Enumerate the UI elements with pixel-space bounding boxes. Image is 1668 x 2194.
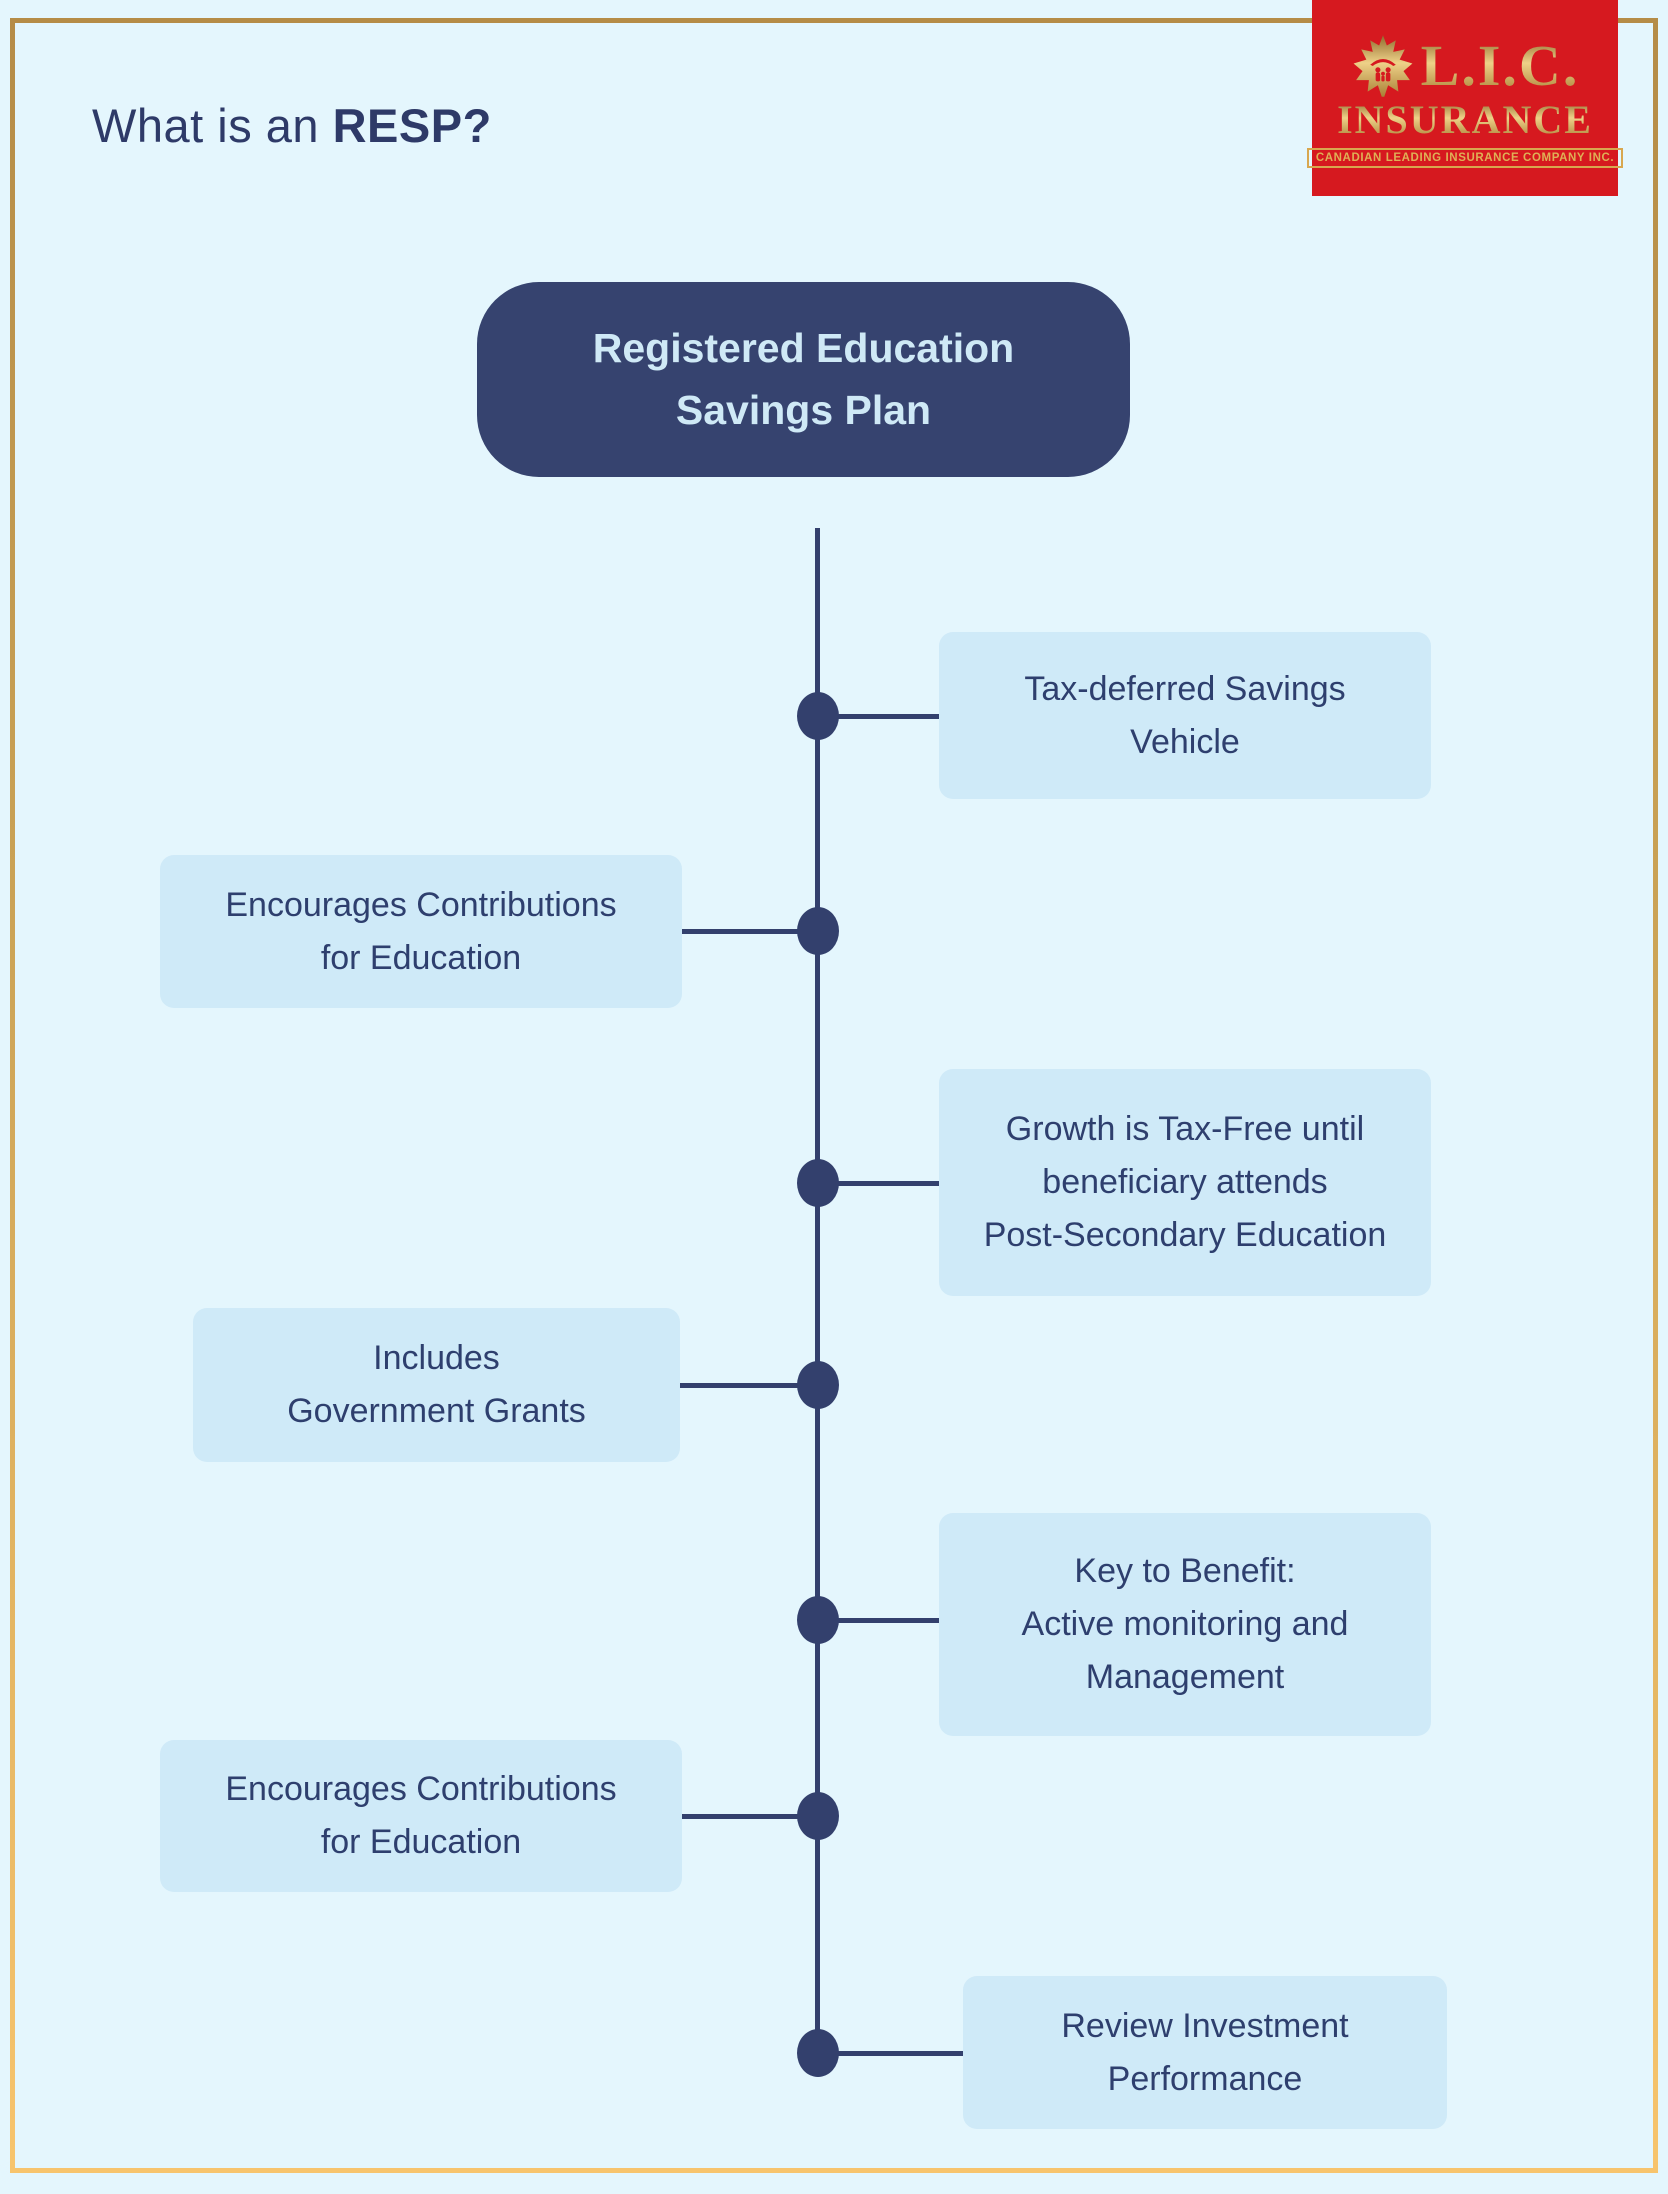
logo-acronym: L.I.C.: [1420, 33, 1580, 98]
node-government-grants: Includes Government Grants: [193, 1308, 680, 1462]
connector-line: [817, 714, 939, 719]
timeline-dot: [797, 2029, 839, 2077]
timeline-dot: [797, 907, 839, 955]
root-node-resp: Registered Education Savings Plan: [477, 282, 1130, 477]
root-node-line2: Savings Plan: [675, 386, 932, 433]
maple-leaf-icon: [1353, 35, 1413, 97]
node-encourages-contrib-2: Encourages Contributions for Education: [160, 1740, 682, 1892]
timeline-dot: [797, 692, 839, 740]
logo-company-name: INSURANCE: [1337, 97, 1593, 142]
connector-line: [680, 1383, 817, 1388]
connector-line: [682, 929, 817, 934]
node-review-performance: Review Investment Performance: [963, 1976, 1447, 2129]
connector-line: [817, 1181, 939, 1186]
node-tax-deferred: Tax-deferred Savings Vehicle: [939, 632, 1431, 799]
timeline-dot: [797, 1596, 839, 1644]
root-node-line1: Registered Education: [592, 325, 1015, 371]
logo-tagline: CANADIAN LEADING INSURANCE COMPANY INC.: [1306, 148, 1624, 168]
page-title: What is an RESP?: [92, 98, 492, 153]
logo-top-row: L.I.C.: [1351, 34, 1580, 98]
connector-line: [817, 1618, 939, 1623]
lic-insurance-logo: L.I.C. INSURANCE CANADIAN LEADING INSURA…: [1306, 0, 1624, 196]
node-encourages-contrib-1: Encourages Contributions for Education: [160, 855, 682, 1008]
connector-line: [682, 1814, 817, 1819]
timeline-dot: [797, 1361, 839, 1409]
page-title-bold: RESP?: [332, 99, 492, 152]
timeline-spine: [815, 528, 820, 2055]
connector-line: [817, 2051, 963, 2056]
page-title-regular: What is an: [92, 99, 333, 152]
timeline-dot: [797, 1792, 839, 1840]
node-growth-tax-free: Growth is Tax-Free until beneficiary att…: [939, 1069, 1431, 1296]
node-key-to-benefit: Key to Benefit: Active monitoring and Ma…: [939, 1513, 1431, 1736]
timeline-dot: [797, 1159, 839, 1207]
